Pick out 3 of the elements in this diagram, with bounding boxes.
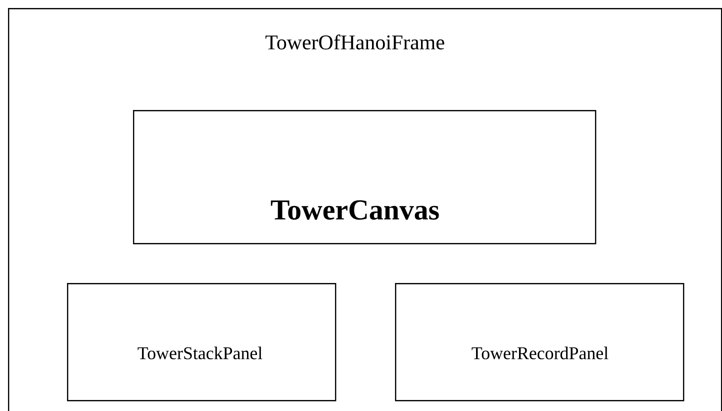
panel-box: TowerRecordPanel bbox=[395, 283, 684, 402]
panel-box: TowerStackPanel bbox=[67, 283, 336, 402]
panel-box: TowerCanvas bbox=[133, 110, 596, 244]
